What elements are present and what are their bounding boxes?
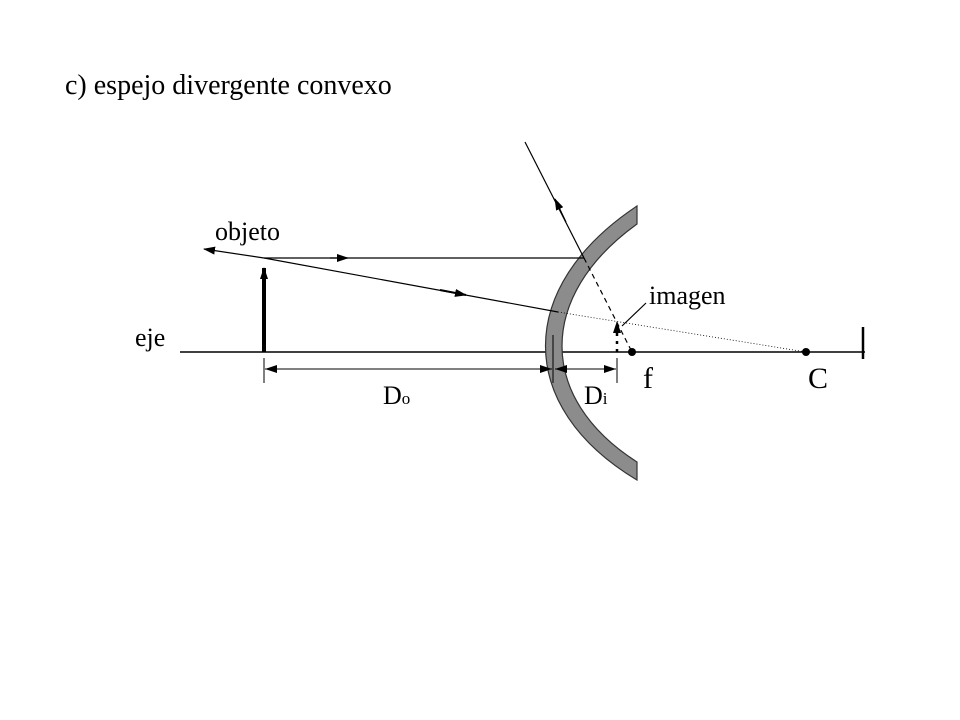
image-label: imagen <box>649 281 726 310</box>
convex-mirror <box>545 204 638 482</box>
virtual-extension-to-center <box>557 311 807 353</box>
object-distance-main: D <box>383 381 402 410</box>
reflected-ray-arrow <box>554 198 567 223</box>
virtual-extension-to-focus <box>583 257 633 353</box>
focal-point <box>628 348 636 356</box>
image-distance-subscript: i <box>603 389 608 408</box>
diagram-title: c) espejo divergente convexo <box>65 70 392 101</box>
image-distance-main: D <box>584 381 603 410</box>
focal-label: f <box>643 362 653 395</box>
ray-toward-center-arrow <box>439 288 467 297</box>
image-pointer-line <box>621 302 647 327</box>
object-distance-arrow-left <box>265 365 277 373</box>
axis-label: eje <box>135 323 165 352</box>
image-distance-arrow-left <box>555 365 567 373</box>
center-point <box>802 348 810 356</box>
ray-toward-center <box>263 257 559 313</box>
object-label: objeto <box>215 217 280 246</box>
object-distance-arrow-right <box>540 365 552 373</box>
image-distance-label: Di <box>584 381 608 410</box>
center-label: C <box>808 362 828 395</box>
reflected-ray <box>524 141 585 259</box>
ray-reflected-back <box>203 246 265 259</box>
object-distance-subscript: o <box>402 389 411 408</box>
object-distance-label: Do <box>383 381 410 410</box>
image-distance-arrow-right <box>604 365 616 373</box>
